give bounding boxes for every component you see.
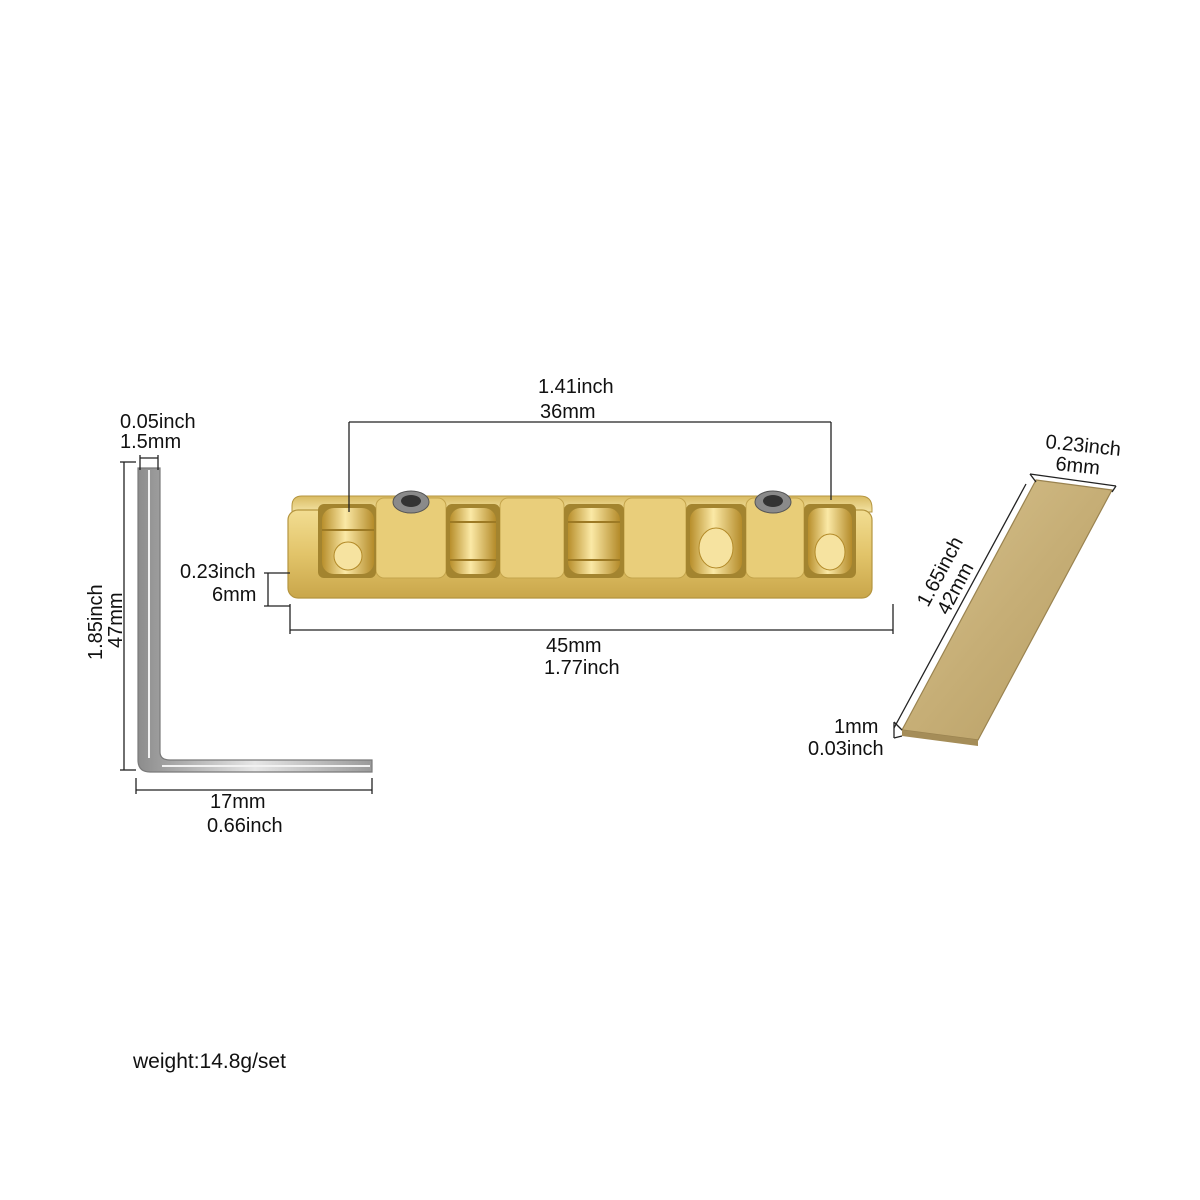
wrench-dimension-lines xyxy=(120,455,373,794)
shim-thickness-inch-label: 0.03inch xyxy=(808,738,884,760)
shim-dimension-lines xyxy=(893,473,1117,739)
roller-nut xyxy=(287,490,873,599)
roller-1 xyxy=(322,508,374,574)
brass-shim xyxy=(901,479,1113,746)
nut-width-mm-label: 36mm xyxy=(540,401,596,423)
roller-2 xyxy=(450,508,496,574)
nut-length-inch-label: 1.77inch xyxy=(544,657,620,679)
shim-width-mm-label: 6mm xyxy=(1054,453,1101,480)
weight-label: weight:14.8g/set xyxy=(133,1050,286,1073)
wrench-short-mm-label: 17mm xyxy=(210,791,266,813)
screw-right xyxy=(754,490,792,514)
allen-wrench xyxy=(137,467,373,773)
nut-length-mm-label: 45mm xyxy=(546,635,602,657)
wrench-length-inch-label: 1.85inch xyxy=(85,584,107,660)
shim-thickness-mm-label: 1mm xyxy=(834,716,878,738)
wrench-short-inch-label: 0.66inch xyxy=(207,815,283,837)
nut-height-inch-label: 0.23inch xyxy=(180,561,256,583)
wrench-length-mm-label: 47mm xyxy=(105,592,127,648)
nut-height-mm-label: 6mm xyxy=(212,584,256,606)
roller-3 xyxy=(568,508,620,574)
screw-left xyxy=(392,490,430,514)
wrench-thickness-inch-label: 0.05inch xyxy=(120,411,196,433)
nut-dimension-lines xyxy=(264,421,894,634)
roller-5 xyxy=(808,508,852,574)
roller-4 xyxy=(690,508,742,574)
nut-width-inch-label: 1.41inch xyxy=(538,376,614,398)
wrench-thickness-mm-label: 1.5mm xyxy=(120,431,181,453)
